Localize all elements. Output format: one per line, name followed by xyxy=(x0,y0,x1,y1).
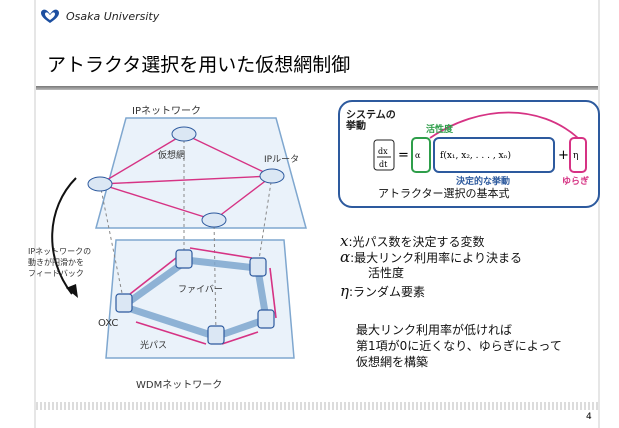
header: Osaka University xyxy=(40,8,159,24)
legend-symbol-x: x xyxy=(340,232,349,250)
function-expression: f(x₁, x₂, . . . , xₙ) xyxy=(440,150,511,161)
network-diagram: IPネットワーク 仮想網 IPルータ IPネットワークの 動きが円滑かを フィー… xyxy=(28,98,326,398)
ip-router-label: IPルータ xyxy=(264,155,300,165)
feedback-line-1: IPネットワークの xyxy=(28,247,92,256)
activity-box xyxy=(411,137,431,173)
legend-symbol-eta: η xyxy=(340,282,349,300)
fiber-label: ファイバー xyxy=(178,285,223,295)
legend-text-x: :光パス数を決定する変数 xyxy=(348,235,485,249)
plus-sign: + xyxy=(558,148,569,163)
left-border xyxy=(34,0,36,428)
lightpaths xyxy=(129,247,277,345)
formula-box: dx dt = α f(x₁, x₂, . . . , xₙ) + η システム… xyxy=(338,100,600,208)
system-label-line-1: システムの xyxy=(346,110,396,121)
virtual-links xyxy=(99,133,273,221)
page-number: 4 xyxy=(586,412,592,422)
legend-row-x: x:光パス数を決定する変数 xyxy=(340,232,485,250)
slide-title: アトラクタ選択を用いた仮想網制御 xyxy=(47,54,351,76)
legend-text-alpha-cont: 活性度 xyxy=(368,266,405,280)
legend-symbol-alpha: α xyxy=(340,248,351,266)
system-label: システムの 挙動 xyxy=(346,110,396,132)
legend-text-alpha: :最大リンク利用率により決まる xyxy=(350,251,522,265)
oxc-nodes xyxy=(115,249,275,345)
deterministic-label: 決定的な挙動 xyxy=(456,177,511,187)
wdm-network-label: WDMネットワーク xyxy=(136,380,223,391)
system-label-line-2: 挙動 xyxy=(346,121,366,132)
ip-routers xyxy=(87,126,285,228)
legend-row-alpha-cont: 活性度 xyxy=(368,264,404,281)
legend-row-alpha: α:最大リンク利用率により決まる xyxy=(340,248,522,266)
feedback-line-3: フィードバック xyxy=(28,269,84,278)
note-line-3: 仮想網を構築 xyxy=(356,355,429,369)
footer-divider xyxy=(36,402,598,410)
feedback-line-2: 動きが円滑かを xyxy=(28,258,84,267)
deterministic-box xyxy=(433,137,555,173)
feedback-arrow xyxy=(51,177,77,295)
feedback-arrow-head xyxy=(66,284,78,298)
osaka-university-logo-icon xyxy=(41,9,59,23)
title-divider xyxy=(36,86,598,90)
network-diagram-svg xyxy=(51,117,307,359)
right-border xyxy=(598,0,600,428)
derivative-top: dx xyxy=(378,147,388,156)
ip-plane xyxy=(95,117,307,229)
eta-symbol: η xyxy=(573,151,578,161)
formula-caption: アトラクター選択の基本式 xyxy=(378,187,510,200)
oxc-label: OXC xyxy=(98,318,119,329)
note-line-1: 最大リンク利用率が低ければ xyxy=(356,323,513,337)
ip-network-label: IPネットワーク xyxy=(132,106,201,117)
lightpath-label: 光パス xyxy=(140,341,168,351)
explanation-note: 最大リンク利用率が低ければ 第1項が0に近くなり、ゆらぎによって 仮想網を構築 xyxy=(356,322,562,370)
equals-sign: = xyxy=(398,148,409,163)
activity-label: 活性度 xyxy=(426,125,454,135)
legend-row-eta: η:ランダム要素 xyxy=(340,282,425,300)
derivative-box xyxy=(373,139,395,171)
noise-label: ゆらぎ xyxy=(562,177,590,187)
note-line-2: 第1項が0に近くなり、ゆらぎによって xyxy=(356,339,562,353)
legend-text-eta: :ランダム要素 xyxy=(349,285,426,299)
feedback-label: IPネットワークの 動きが円滑かを フィードバック xyxy=(28,246,91,279)
university-name: Osaka University xyxy=(66,9,160,23)
alpha-symbol: α xyxy=(415,151,421,160)
layer-connectors xyxy=(99,134,273,335)
noise-arc xyxy=(429,111,579,139)
derivative-bottom: dt xyxy=(379,160,388,169)
formula-svg: dx dt = α f(x₁, x₂, . . . , xₙ) + η xyxy=(373,111,587,173)
virtual-network-label: 仮想網 xyxy=(158,151,186,161)
